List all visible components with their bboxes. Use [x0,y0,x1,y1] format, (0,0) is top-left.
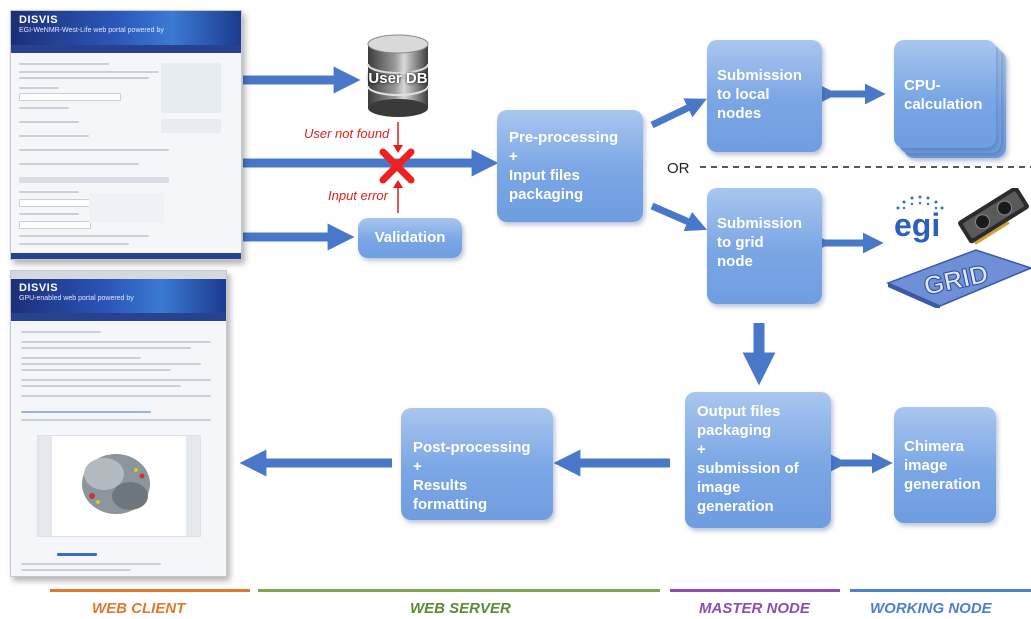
gpu-card-icon [958,186,1029,245]
form-nav [11,45,241,53]
grid-logo-text: GRID [921,258,991,301]
error-input: Input error [328,188,388,203]
form-banner: DISVIS EGI-WeNMR-West-Life web portal po… [11,11,241,45]
web-server-label: WEB SERVER [410,600,511,617]
user-db-label: User DB [368,70,428,87]
results-banner: DISVIS GPU-enabled web portal powered by [11,279,226,313]
web-server-bar [258,589,660,592]
output-packaging-box: Output files packaging + submission of i… [685,392,831,528]
form-screenshot: DISVIS EGI-WeNMR-West-Life web portal po… [10,10,242,260]
submission-local-box: Submission to local nodes [707,40,822,152]
error-x-icon [379,148,415,184]
web-client-bar [50,589,250,592]
preprocessing-box: Pre-processing + Input files packaging [497,110,643,222]
chimera-box: Chimera image generation [894,407,996,523]
form-app-subtitle: EGI-WeNMR-West-Life web portal powered b… [19,27,164,34]
output-packaging-label: Output files packaging + submission of i… [697,403,799,515]
working-node-bar [850,589,1031,592]
egi-dots-icon [896,195,944,210]
user-db-icon: User DB [362,34,434,120]
arrow-pre-to-local [650,98,707,129]
working-node-label: WORKING NODE [870,600,992,617]
results-screenshot: DISVIS GPU-enabled web portal powered by [10,270,227,577]
submission-grid-label: Submission to grid node [717,215,803,270]
cpu-calculation-label: CPU- calculation [904,77,983,113]
cpu-calculation-box: CPU- calculation [894,40,996,148]
master-node-label: MASTER NODE [699,600,810,617]
validation-box: Validation [358,218,462,258]
molecule-image-icon [38,436,200,536]
postprocessing-box: Post-processing + Results formatting [401,408,553,520]
molecule-viewer [37,435,201,537]
egi-grid-graphic: egi GRID [880,186,1031,310]
submission-local-label: Submission to local nodes [717,67,803,122]
results-app-subtitle: GPU-enabled web portal powered by [19,295,134,302]
arrow-pre-to-grid [650,202,707,232]
results-app-title: DISVIS [19,282,59,294]
master-node-bar [670,589,840,592]
submission-grid-box: Submission to grid node [707,188,822,304]
egi-logo-text: egi [894,207,940,243]
chimera-label: Chimera image generation [904,438,981,493]
validation-label: Validation [374,229,446,246]
web-client-label: WEB CLIENT [92,600,186,617]
error-user-not-found: User not found [304,126,390,141]
form-app-title: DISVIS [19,14,59,26]
or-label: OR [667,160,690,177]
postprocessing-label: Post-processing + Results formatting [413,439,531,513]
preprocessing-label: Pre-processing + Input files packaging [509,129,619,203]
grid-chip-icon: GRID [886,249,1031,310]
